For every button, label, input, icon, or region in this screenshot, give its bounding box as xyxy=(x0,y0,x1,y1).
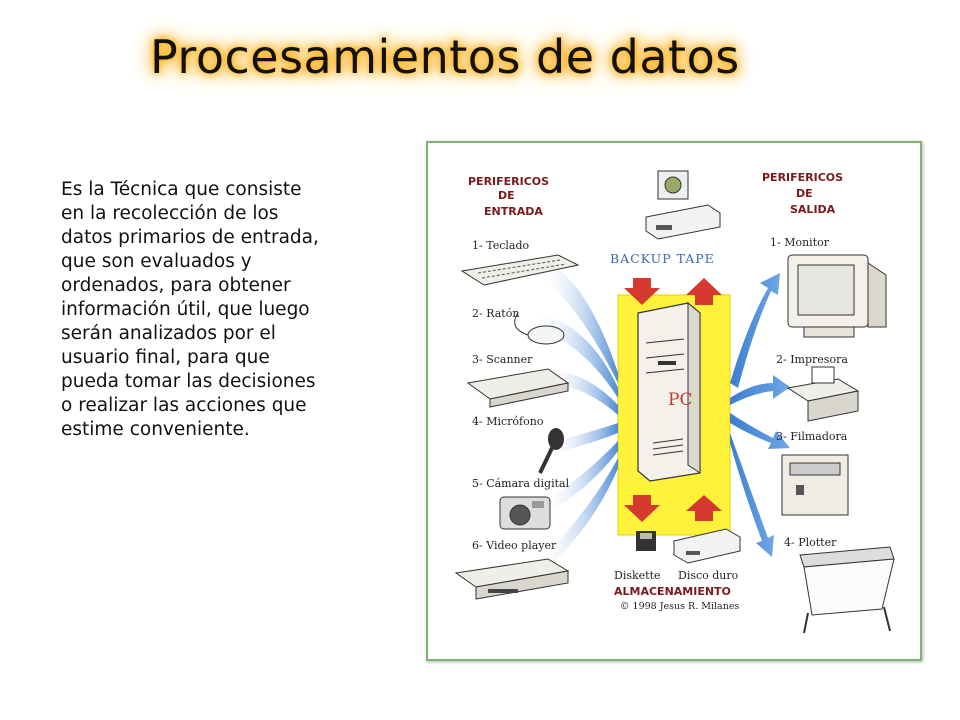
scanner-icon xyxy=(466,368,570,408)
backup-tape-icon xyxy=(645,170,721,240)
description-line: estime conveniente. xyxy=(61,419,250,440)
storage-header: ALMACENAMIENTO xyxy=(614,585,731,598)
input-label-mouse: 2- Ratón xyxy=(472,307,519,320)
hard-disk-icon xyxy=(673,528,741,564)
input-label-microphone: 4- Micrófono xyxy=(472,415,544,428)
description-line: que son evaluados y xyxy=(61,251,252,272)
output-label-monitor: 1- Monitor xyxy=(770,236,830,249)
pc-tower-icon xyxy=(637,301,701,482)
diagram-canvas: PC BACKUP TAPE PERIFERICOS DE ENTRADA PE… xyxy=(454,170,895,634)
data-processing-diagram: PC BACKUP TAPE PERIFERICOS DE ENTRADA PE… xyxy=(426,141,922,661)
video-player-icon xyxy=(454,558,570,600)
output-flow-arrows xyxy=(730,273,790,557)
description-line: usuario final, para que xyxy=(61,347,270,368)
backup-tape-label: BACKUP TAPE xyxy=(610,251,715,266)
mouse-icon xyxy=(514,312,565,345)
camera-icon xyxy=(499,496,551,530)
output-header-line1: PERIFERICOS xyxy=(762,171,843,184)
description-line: en la recolección de los xyxy=(61,203,279,224)
input-header-line1: PERIFERICOS xyxy=(468,175,549,188)
input-header-line3: ENTRADA xyxy=(484,205,543,218)
keyboard-icon xyxy=(460,254,580,286)
description-line: serán analizados por el xyxy=(61,323,276,344)
storage-label-diskette: Diskette xyxy=(614,569,661,582)
plotter-icon xyxy=(799,546,895,634)
description-line: datos primarios de entrada, xyxy=(61,227,319,248)
storage-label-hard-disk: Disco duro xyxy=(678,569,739,582)
description-text: Es la Técnica que consiste en la recolec… xyxy=(61,178,391,442)
filmadora-icon xyxy=(781,454,849,516)
output-header-line2: DE xyxy=(796,187,813,200)
output-label-printer: 2- Impresora xyxy=(776,353,848,366)
pc-label: PC xyxy=(668,390,692,410)
page-title: Procesamientos de datos xyxy=(150,30,740,84)
input-label-keyboard: 1- Teclado xyxy=(472,239,529,252)
printer-icon xyxy=(786,366,860,422)
input-header-line2: DE xyxy=(498,189,515,202)
description-line: pueda tomar las decisiones xyxy=(61,371,316,392)
description-line: o realizar las acciones que xyxy=(61,395,307,416)
diskette-icon xyxy=(636,531,656,551)
description-line: Es la Técnica que consiste xyxy=(61,179,302,200)
output-label-filmadora: 3- Filmadora xyxy=(776,430,848,443)
copyright-text: © 1998 Jesus R. Milanes xyxy=(620,601,739,612)
monitor-icon xyxy=(787,254,887,338)
input-label-video-player: 6- Video player xyxy=(472,539,557,552)
input-label-scanner: 3- Scanner xyxy=(472,353,533,366)
output-label-plotter: 4- Plotter xyxy=(784,536,837,549)
output-header-line3: SALIDA xyxy=(790,203,836,216)
backup-arrows xyxy=(624,278,722,305)
description-line: información útil, que luego xyxy=(61,299,310,320)
description-line: ordenados, para obtener xyxy=(61,275,291,296)
microphone-icon xyxy=(538,428,564,474)
input-label-camera: 5- Cámara digital xyxy=(472,477,570,490)
storage-arrows xyxy=(624,495,722,522)
